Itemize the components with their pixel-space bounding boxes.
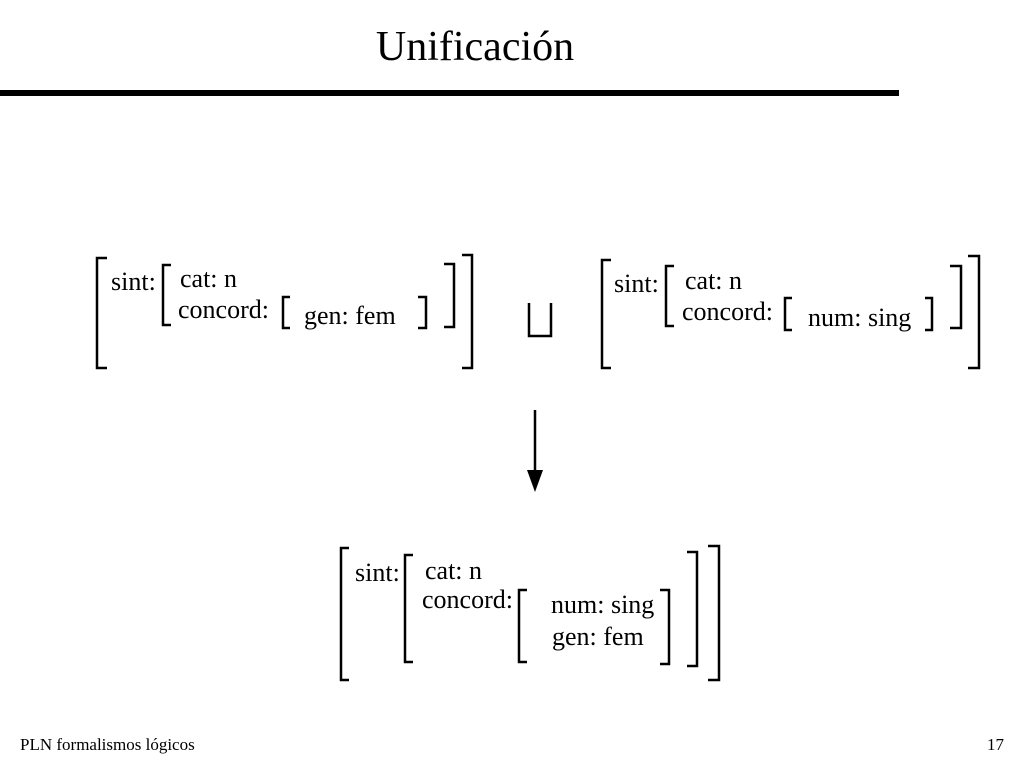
fs-right-cat-feature: cat: n [685,266,743,295]
bracket [600,258,611,370]
fs-result-concord-label: concord: [422,585,513,614]
fs-right-brackets [600,254,981,370]
page-number: 17 [987,735,1004,754]
fs-left-sint-label: sint: [111,267,156,296]
slide-title: Unificación [375,24,575,70]
bracket [968,254,981,370]
bracket [950,264,963,330]
fs-left-concord-label: concord: [178,295,269,324]
fs-result-brackets [339,544,721,682]
bracket [418,295,428,330]
bracket [664,264,674,328]
footer-course-label: PLN formalismos lógicos [20,735,195,754]
fs-left-brackets [95,253,474,370]
bracket [462,253,474,370]
bracket [925,296,934,332]
bracket [403,553,413,664]
bracket [281,295,290,330]
fs-result-sint-label: sint: [355,558,400,587]
fs-result-num-feature: num: sing [551,590,655,619]
fs-result-gen-feature: gen: fem [552,622,644,651]
bracket [517,588,527,664]
bracket [444,262,456,329]
fs-left-gen-feature: gen: fem [304,301,396,330]
fs-left-cat-feature: cat: n [180,264,238,293]
bracket [660,588,671,666]
fs-right-num-feature: num: sing [808,303,912,332]
bracket [708,544,721,682]
fs-right-concord-label: concord: [682,297,773,326]
unification-operator [527,303,553,338]
bracket [161,263,171,327]
bracket [783,296,792,332]
fs-right-sint-label: sint: [614,269,659,298]
fs-result-cat-feature: cat: n [425,556,483,585]
bracket [339,546,349,682]
arrow-down-icon [527,410,543,492]
bracket [687,550,699,668]
title-rule [0,90,899,96]
bracket [95,256,107,370]
